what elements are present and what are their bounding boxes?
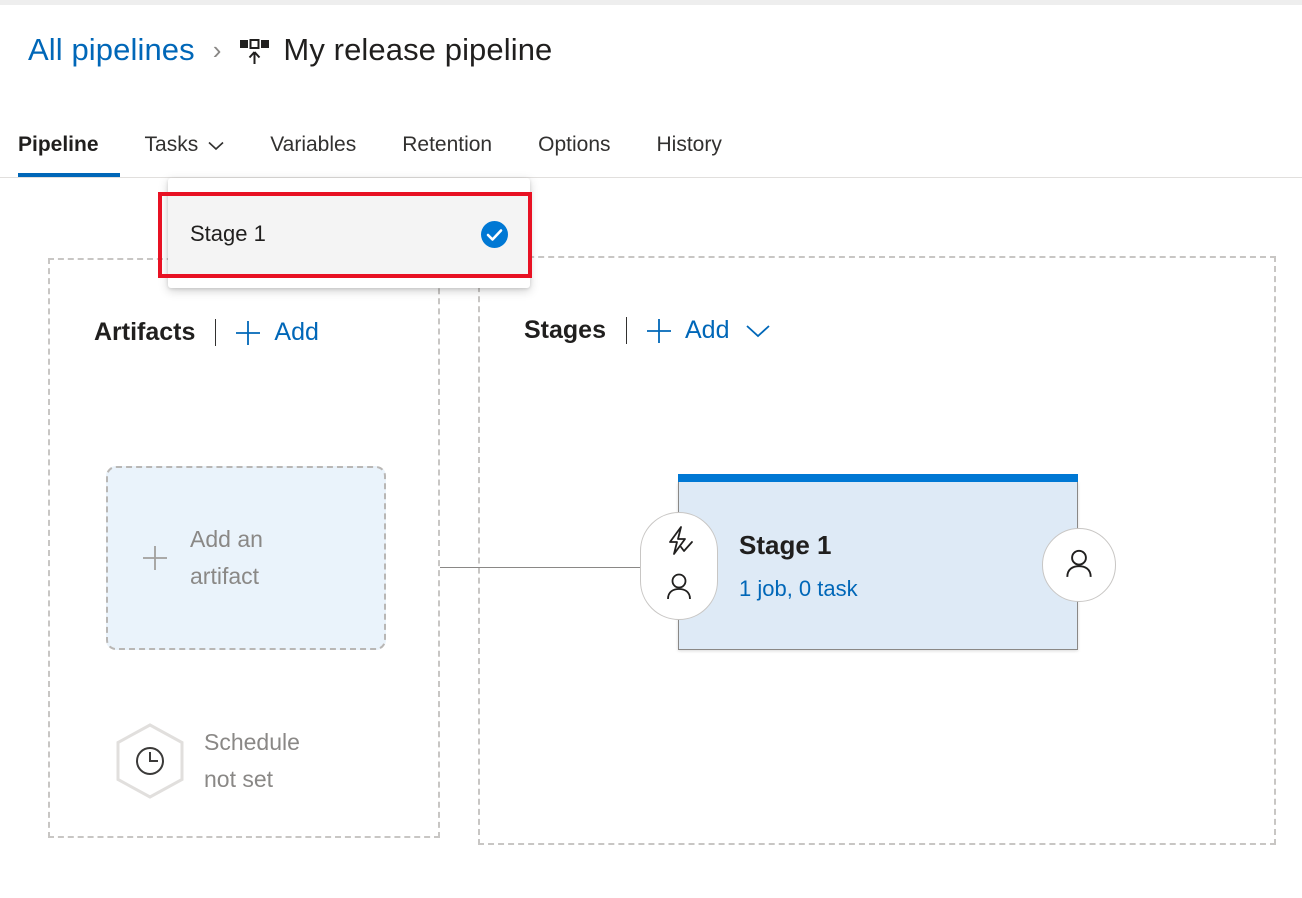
stages-title: Stages	[524, 316, 606, 344]
plus-icon	[142, 545, 168, 571]
divider	[625, 317, 627, 344]
add-artifact-line1: Add an	[190, 525, 263, 552]
stage-card-status-bar	[678, 474, 1078, 482]
add-an-artifact-box[interactable]: Add an artifact	[106, 466, 386, 650]
chevron-down-icon	[208, 133, 224, 157]
tab-variables[interactable]: Variables	[270, 112, 356, 161]
add-artifact-label: Add	[274, 318, 319, 346]
artifacts-header: Artifacts Add	[94, 318, 319, 347]
add-stage-label: Add	[684, 316, 730, 344]
chevron-down-icon[interactable]	[745, 324, 771, 338]
dropdown-item-stage-1[interactable]: Stage 1	[168, 194, 530, 274]
add-artifact-line2: artifact	[190, 563, 260, 589]
add-stage-button[interactable]: Add	[645, 316, 771, 345]
stage-selector-dropdown: Stage 1	[168, 178, 530, 288]
page-title: My release pipeline	[283, 32, 553, 67]
clock-hexagon-icon	[114, 722, 186, 800]
tab-retention-label: Retention	[402, 132, 493, 156]
schedule-line2: not set	[204, 766, 274, 792]
tab-tasks-label: Tasks	[144, 132, 199, 156]
tab-options-label: Options	[538, 132, 611, 156]
schedule-line1: Schedule	[204, 728, 300, 755]
person-icon	[663, 570, 695, 607]
divider	[215, 319, 217, 346]
post-deployment-conditions-badge[interactable]	[1042, 528, 1116, 602]
plus-icon	[234, 319, 262, 347]
lightning-check-icon	[663, 525, 695, 562]
person-icon	[1062, 546, 1096, 585]
tab-pipeline-label: Pipeline	[18, 132, 99, 156]
tab-retention[interactable]: Retention	[402, 112, 492, 161]
tab-options[interactable]: Options	[538, 112, 610, 161]
schedule-trigger[interactable]: Schedule not set	[114, 722, 300, 800]
schedule-label: Schedule not set	[204, 724, 300, 799]
stage-card[interactable]: Stage 1 1 job, 0 task	[678, 474, 1078, 650]
stages-header: Stages Add	[524, 316, 771, 345]
add-an-artifact-label: Add an artifact	[190, 521, 263, 596]
tab-variables-label: Variables	[270, 132, 357, 156]
tab-tasks[interactable]: Tasks	[145, 112, 225, 161]
stage-card-summary[interactable]: 1 job, 0 task	[739, 576, 858, 601]
pre-deployment-conditions-badge[interactable]	[640, 512, 718, 620]
artifact-stage-connector	[440, 567, 642, 568]
tab-pipeline[interactable]: Pipeline	[18, 112, 120, 177]
breadcrumb: All pipelines › My release pipeline	[28, 22, 552, 78]
artifacts-title: Artifacts	[94, 318, 196, 346]
window-top-strip	[0, 0, 1302, 5]
stages-zone	[478, 256, 1276, 845]
add-artifact-button[interactable]: Add	[234, 318, 319, 347]
tab-history-label: History	[656, 132, 722, 156]
dropdown-item-label: Stage 1	[190, 221, 266, 246]
check-circle-icon	[481, 220, 508, 248]
release-pipeline-icon	[237, 35, 271, 69]
tab-list: Pipeline Tasks Variables Retention Optio…	[18, 112, 768, 177]
tab-bar: Pipeline Tasks Variables Retention Optio…	[0, 112, 1302, 178]
plus-icon	[645, 317, 673, 345]
tab-history[interactable]: History	[657, 112, 722, 161]
breadcrumb-all-pipelines-link[interactable]: All pipelines	[28, 32, 195, 67]
stage-card-name: Stage 1	[739, 530, 832, 560]
breadcrumb-separator: ›	[212, 34, 222, 65]
